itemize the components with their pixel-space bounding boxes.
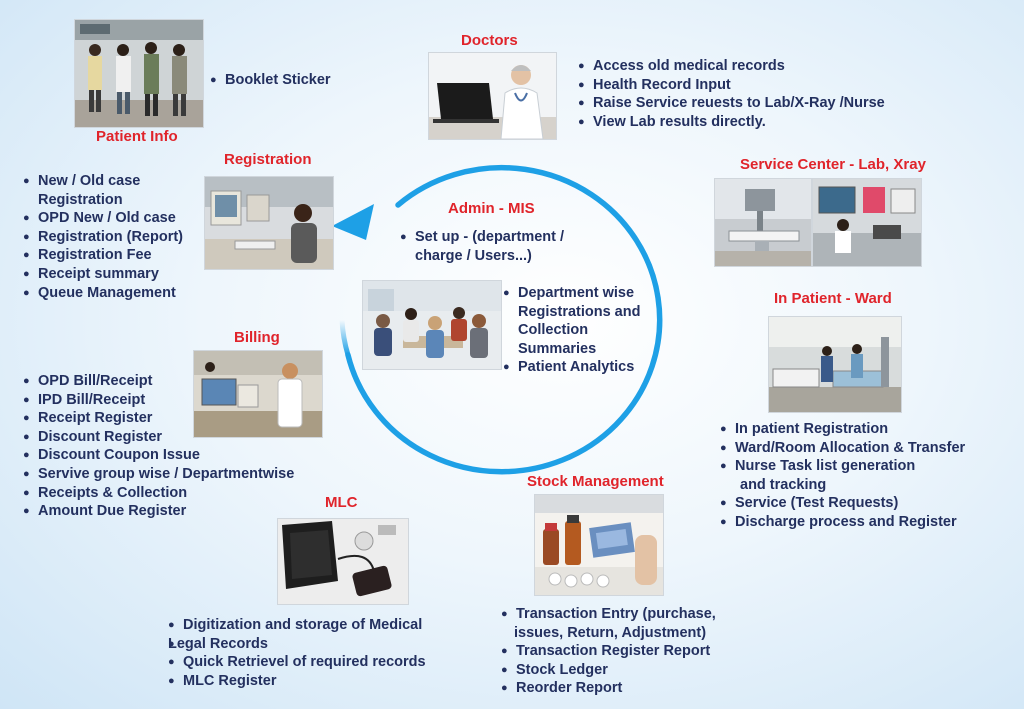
list-item: Receipts & Collection bbox=[23, 484, 294, 503]
list-item: Reorder Report bbox=[501, 679, 716, 698]
list-item: Registration bbox=[38, 191, 123, 208]
patient-info-list: Booklet Sticker bbox=[210, 71, 331, 90]
doctors-title: Doctors bbox=[461, 32, 518, 49]
list-item: Access old medical records bbox=[578, 57, 885, 76]
stock-list: Transaction Entry (purchase, issues, Ret… bbox=[501, 605, 716, 698]
list-item: Digitization and storage of Medical bbox=[168, 616, 426, 635]
list-item: Raise Service reuests to Lab/X-Ray /Nurs… bbox=[578, 94, 885, 113]
list-item: Health Record Input bbox=[578, 76, 885, 95]
list-item: IPD Bill/Receipt bbox=[23, 391, 294, 410]
list-item: Discharge process and Register bbox=[720, 513, 965, 532]
laptop-drive-photo bbox=[277, 518, 409, 605]
list-item: Patient Analytics bbox=[503, 358, 640, 377]
admin-items-list: Department wise Registrations and Collec… bbox=[503, 284, 640, 377]
team-meeting-photo bbox=[362, 280, 502, 370]
list-item: In patient Registration bbox=[720, 420, 965, 439]
mlc-title: MLC bbox=[325, 494, 358, 511]
patient-queue-photo bbox=[74, 19, 204, 128]
doctors-list: Access old medical records Health Record… bbox=[578, 57, 885, 131]
in-patient-list: In patient Registration Ward/Room Alloca… bbox=[720, 420, 965, 532]
list-item: charge / Users...) bbox=[415, 247, 532, 264]
list-item: Set up - (department / bbox=[400, 228, 564, 247]
patient-info-title: Patient Info bbox=[96, 128, 178, 145]
list-item: Legal Records bbox=[168, 635, 426, 654]
list-item: Transaction Register Report bbox=[501, 642, 716, 661]
list-item: issues, Return, Adjustment) bbox=[514, 624, 707, 641]
lab-photo bbox=[812, 178, 922, 267]
list-item: Discount Register bbox=[23, 428, 294, 447]
ward-photo bbox=[768, 316, 902, 413]
list-item: Collection bbox=[518, 322, 589, 339]
list-item: View Lab results directly. bbox=[578, 113, 885, 132]
registration-title: Registration bbox=[224, 151, 312, 168]
list-item: Receipt Register bbox=[23, 409, 294, 428]
registration-desk-photo bbox=[204, 176, 334, 270]
list-item: Queue Management bbox=[23, 284, 183, 303]
billing-list: OPD Bill/Receipt IPD Bill/Receipt Receip… bbox=[23, 372, 294, 521]
list-item: Stock Ledger bbox=[501, 661, 716, 680]
admin-mis-title: Admin - MIS bbox=[448, 200, 535, 217]
list-item: Summaries bbox=[518, 340, 597, 357]
list-item: Receipt summary bbox=[23, 265, 183, 284]
list-item: OPD Bill/Receipt bbox=[23, 372, 294, 391]
list-item: Nurse Task list generation bbox=[720, 457, 965, 476]
list-item: Discount Coupon Issue bbox=[23, 446, 294, 465]
mlc-list: Digitization and storage of Medical Lega… bbox=[168, 616, 426, 690]
service-center-title: Service Center - Lab, Xray bbox=[740, 156, 926, 173]
list-item: Booklet Sticker bbox=[210, 71, 331, 90]
list-item: Ward/Room Allocation & Transfer bbox=[720, 439, 965, 458]
registration-list: New / Old case Registration OPD New / Ol… bbox=[23, 172, 183, 302]
list-item: Registration (Report) bbox=[23, 228, 183, 247]
list-item: Registrations and bbox=[518, 303, 641, 320]
list-item: OPD New / Old case bbox=[23, 209, 183, 228]
list-item: Service (Test Requests) bbox=[720, 494, 965, 513]
xray-room-photo bbox=[714, 178, 812, 267]
list-item: Transaction Entry (purchase, bbox=[501, 605, 716, 624]
list-item: New / Old case bbox=[23, 172, 183, 191]
list-item: Quick Retrievel of required records bbox=[168, 653, 426, 672]
list-item: MLC Register bbox=[168, 672, 426, 691]
list-item: Amount Due Register bbox=[23, 502, 294, 521]
doctor-laptop-photo bbox=[428, 52, 557, 140]
billing-title: Billing bbox=[234, 329, 280, 346]
list-item: Department wise bbox=[503, 284, 640, 303]
list-item: Registration Fee bbox=[23, 246, 183, 265]
in-patient-title: In Patient - Ward bbox=[774, 290, 892, 307]
list-item: and tracking bbox=[740, 476, 827, 493]
admin-setup-list: Set up - (department / charge / Users...… bbox=[400, 228, 564, 265]
medicines-photo bbox=[534, 494, 664, 596]
stock-title: Stock Management bbox=[527, 473, 664, 490]
list-item: Servive group wise / Departmentwise bbox=[23, 465, 294, 484]
